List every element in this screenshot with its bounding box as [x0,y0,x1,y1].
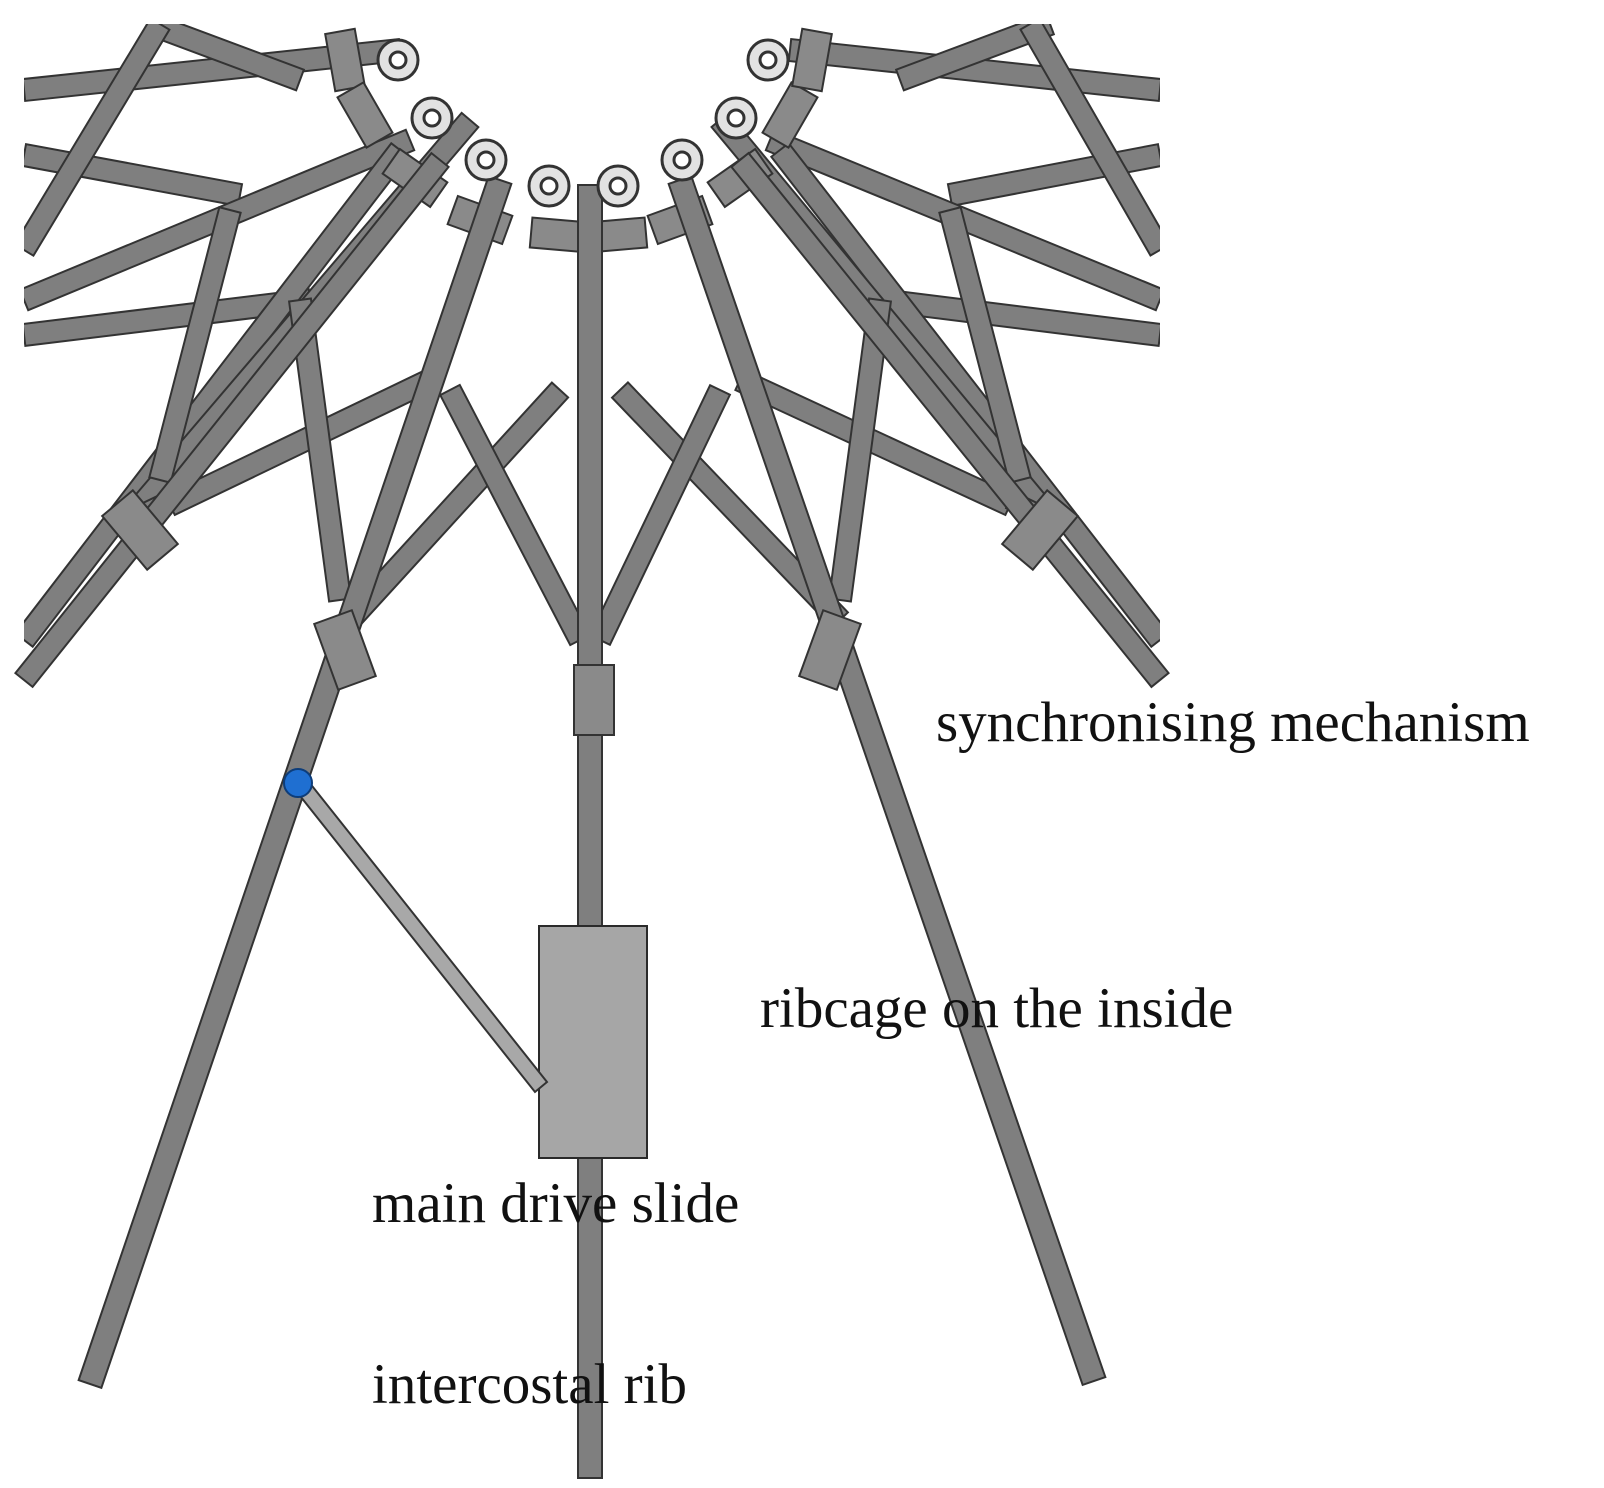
hinge-block-2 [336,81,394,149]
hinge-pivot-5-bore [608,176,628,196]
hinge-block-9 [761,81,819,149]
hinge-pivot-6-bore [672,150,692,170]
main-drive-slide-block [538,925,648,1159]
intercostal-rib-label: intercostal rib [372,1353,687,1416]
hinge-pivot-7-bore [726,108,746,128]
synchronising-mechanism-label: synchronising mechanism [936,691,1530,754]
hinge-pivot-4-bore [539,176,559,196]
central-rib [577,184,603,1479]
drive-link [291,775,549,1094]
hinge-pivot-2-bore [422,108,442,128]
main-drive-slide-label: main drive slide [372,1172,740,1235]
rib-clamp-2 [573,664,615,736]
rib-clamp-1 [312,608,378,692]
lattice-strut-5 [24,287,313,348]
right-outer-rib [730,151,1170,689]
hinge-pivot-8-bore [758,50,778,70]
hinge-block-1 [324,27,366,93]
rib-clamp-4 [100,488,180,572]
hinge-ring [376,38,790,208]
lattice-strut-6 [24,24,171,258]
synchronising-lattice [24,24,1160,649]
drive-pivot-pin [283,768,313,798]
ribcage-label: ribcage on the inside [760,977,1234,1040]
lattice-strut-24 [938,206,1032,484]
lattice-strut-16 [894,24,1056,92]
hinge-block-10 [791,27,833,93]
rib-clamp-3 [797,608,863,692]
hinge-pivot-3-bore [476,150,496,170]
hinge-pivot-1-bore [388,50,408,70]
lattice-strut-11 [287,297,353,603]
rib-clamp-5 [1000,488,1080,572]
lattice-strut-20 [1019,24,1160,257]
lattice-strut-10 [148,206,242,484]
lattice-strut-2 [144,24,306,92]
left-outer-rib [14,151,450,689]
